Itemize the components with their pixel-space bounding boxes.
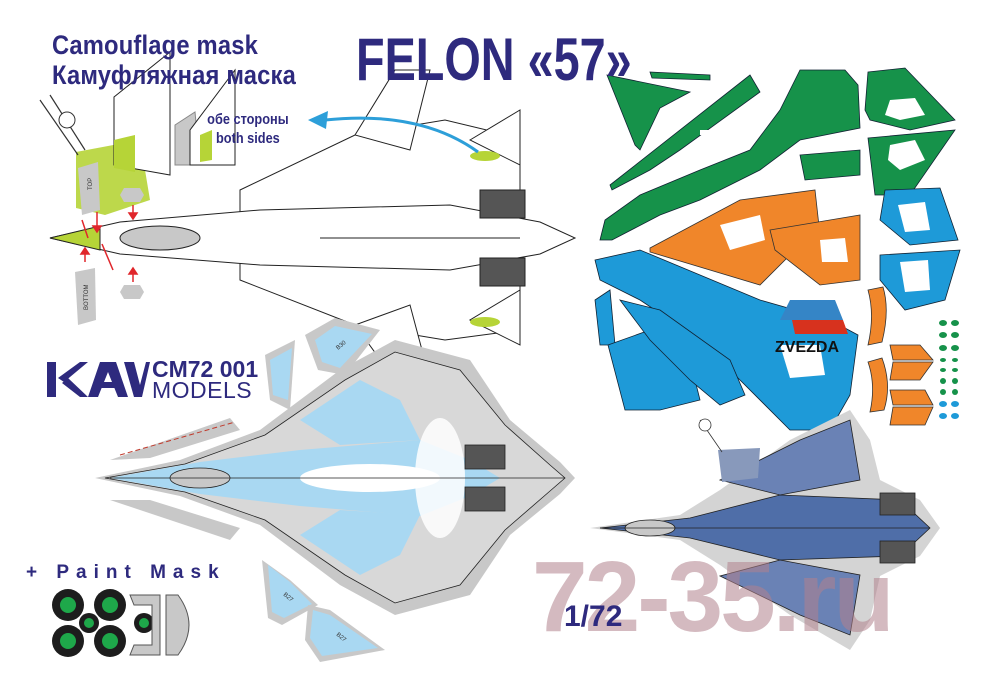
camo-aircraft-underside — [95, 340, 575, 615]
mask-sheet-orange-small — [867, 286, 934, 426]
zvezda-decal-text: ZVEZDA — [775, 339, 839, 356]
mask-sheet-blue-cutouts — [780, 202, 930, 378]
panel-label-b27-b: B27 — [335, 632, 348, 644]
panel-label-b27-a: B27 — [282, 592, 295, 604]
paint-mask-logo — [52, 589, 190, 657]
paint-mask-label: + Paint Mask — [26, 562, 226, 583]
title-russian: Камуфляжная маска — [52, 60, 296, 90]
mask-sheet-green-cutouts — [700, 98, 925, 170]
small-mask-dots — [939, 320, 959, 419]
zvezda-decal: ZVEZDA — [775, 300, 848, 356]
gray-mask-strips: B30 B27 B27 — [110, 318, 385, 662]
models-label: MODELS — [152, 377, 253, 403]
product-code: CM72 001 — [152, 356, 259, 382]
mask-sheet-blue — [594, 187, 961, 431]
both-sides-en: both sides — [216, 130, 280, 147]
both-sides-note: обе стороны both sides — [207, 110, 288, 148]
both-sides-ru: обе стороны — [207, 111, 289, 128]
mask-sheet-orange-cutouts — [720, 215, 848, 262]
watermark: 72-35.ru — [532, 541, 895, 653]
product-name: FELON «57» — [356, 26, 632, 93]
camo-aircraft-digital — [590, 410, 940, 650]
kav-logo — [47, 362, 150, 397]
canopy-bottom-label: BOTTOM — [84, 284, 90, 310]
canopy-mask-pieces: TOP BOTTOM — [39, 50, 236, 325]
red-arrows — [79, 205, 139, 282]
both-sides-arrow — [308, 111, 479, 154]
panel-label-b30: B30 — [335, 340, 348, 352]
title-english: Camouflage mask — [52, 30, 259, 60]
mask-sheet-green — [599, 67, 956, 241]
scale-label: 1/72 — [564, 600, 623, 633]
canopy-top-label: TOP — [88, 178, 94, 190]
